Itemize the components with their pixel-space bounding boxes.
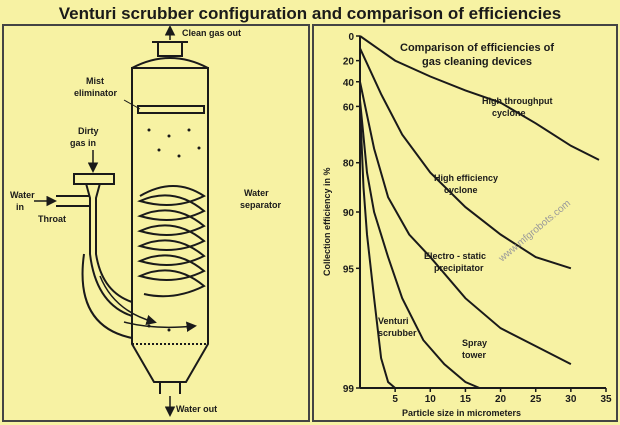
label-water-in-2: in (16, 202, 24, 212)
series-line-venturi-scrubber (359, 106, 396, 389)
y-tick-label: 60 (343, 102, 355, 113)
series-label: cyclone (444, 185, 478, 195)
y-tick-label: 40 (343, 78, 355, 89)
y-tick-label: 0 (348, 32, 354, 43)
x-tick-label: 20 (495, 394, 507, 405)
label-mist-eliminator-1: Mist (86, 76, 104, 86)
series-label: tower (462, 350, 487, 360)
venturi-tube-lower (81, 253, 133, 339)
venturi-scrubber-diagram: Clean gas out Mist eliminator Dirty gas … (10, 25, 282, 417)
venturi-inlet-flange (73, 173, 115, 185)
outlet-nozzle (157, 41, 183, 57)
watermark: www.mfgrobots.com (496, 198, 573, 265)
label-water-separator-2: separator (240, 200, 282, 210)
x-tick-label: 35 (600, 394, 612, 405)
x-tick-label: 10 (425, 394, 437, 405)
diagram-panel: Clean gas out Mist eliminator Dirty gas … (2, 24, 310, 422)
spiral-flow (137, 185, 206, 298)
chart-title-line-1: Comparison of efficiencies of (400, 42, 554, 54)
chart-panel: Comparison of efficiencies of gas cleani… (312, 24, 618, 422)
series-line-high-efficiency-cyclone (359, 47, 572, 270)
vessel-cap (131, 57, 209, 69)
page-title: Venturi scrubber configuration and compa… (58, 4, 562, 23)
label-mist-eliminator-2: eliminator (74, 88, 118, 98)
venturi-tube-outer (83, 175, 133, 317)
series-label: cyclone (492, 108, 526, 118)
x-tick-label: 30 (565, 394, 577, 405)
series-label: High throughput (482, 96, 552, 106)
y-tick-label: 99 (343, 384, 355, 395)
efficiency-chart: Comparison of efficiencies of gas cleani… (322, 32, 612, 418)
venturi-tube-inner (95, 175, 133, 303)
y-axis-label: Collection efficiency in % (322, 167, 332, 276)
flow-arrow-2 (123, 321, 197, 332)
x-tick-label: 25 (530, 394, 542, 405)
label-water-separator-1: Water (244, 188, 269, 198)
series-line-high-throughput-cyclone (359, 35, 600, 161)
label-dirty-gas-1: Dirty (78, 126, 99, 136)
series-label: scrubber (378, 328, 417, 338)
series-label: Venturi (378, 316, 409, 326)
y-tick-label: 95 (343, 264, 355, 275)
series-label: Electro - static (424, 251, 486, 261)
flow-arrow-1 (99, 275, 157, 326)
x-tick-label: 15 (460, 394, 472, 405)
y-tick-label: 20 (343, 57, 355, 68)
series-label: Spray (462, 338, 487, 348)
label-water-out: Water out (176, 404, 217, 414)
x-tick-label: 5 (392, 394, 398, 405)
chart-title-line-2: gas cleaning devices (422, 56, 532, 68)
x-axis-label: Particle size in micrometers (402, 408, 521, 418)
label-water-in-1: Water (10, 190, 35, 200)
mist-eliminator-bar (137, 105, 205, 114)
label-clean-gas-out: Clean gas out (182, 28, 241, 38)
y-tick-label: 80 (343, 159, 355, 170)
series-line-spray-tower (359, 100, 480, 389)
series-label: precipitator (434, 263, 484, 273)
series-label: High efficiency (434, 173, 498, 183)
series-line-electro-static-precipitator (359, 81, 572, 365)
y-tick-label: 90 (343, 208, 355, 219)
label-dirty-gas-2: gas in (70, 138, 96, 148)
label-throat: Throat (38, 214, 66, 224)
